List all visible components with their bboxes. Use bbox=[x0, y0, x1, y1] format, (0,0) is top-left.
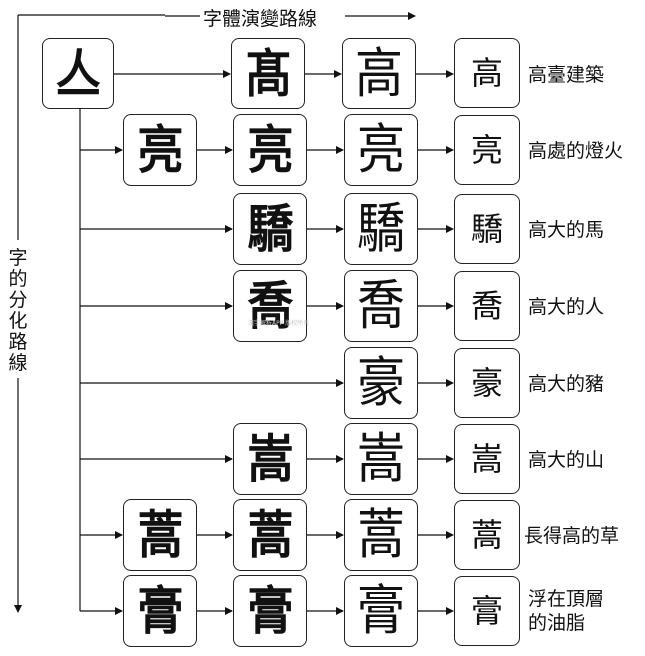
stage-glyph-box: 嵩 bbox=[233, 423, 307, 495]
modern-glyph-box: 喬 bbox=[454, 271, 520, 341]
modern-glyph: 膏 bbox=[470, 592, 503, 630]
stage-glyph: 蒿 bbox=[356, 503, 405, 567]
side-title-char: 字 bbox=[8, 247, 28, 269]
meaning-label: 長得高的草 bbox=[524, 525, 620, 547]
stage-glyph: 亮 bbox=[247, 119, 294, 181]
origin-glyph-box: 亼 bbox=[42, 38, 114, 109]
stage-glyph-box: 亮 bbox=[123, 114, 197, 186]
stage-glyph: 亮 bbox=[356, 118, 405, 182]
side-title-char: 化 bbox=[8, 310, 28, 332]
meaning-label: 浮在頂層 bbox=[528, 588, 605, 610]
stage-glyph: 膏 bbox=[247, 580, 294, 642]
stage-glyph-box: 驕 bbox=[233, 193, 307, 265]
modern-glyph-box: 亮 bbox=[454, 115, 520, 185]
side-title-char: 路 bbox=[8, 331, 28, 353]
stage-glyph: 嵩 bbox=[247, 428, 294, 490]
modern-glyph-box: 膏 bbox=[454, 576, 520, 646]
modern-glyph-box: 蒿 bbox=[454, 500, 520, 570]
meaning-label: 高大的人 bbox=[528, 296, 605, 318]
stage-glyph: 蒿 bbox=[247, 504, 294, 566]
stage-glyph-box: 髙 bbox=[231, 38, 305, 109]
side-title-char: 分 bbox=[8, 289, 28, 311]
stage-glyph-box: 亮 bbox=[344, 114, 418, 186]
stage-glyph-box: 膏 bbox=[123, 575, 197, 647]
modern-glyph: 亮 bbox=[470, 131, 503, 169]
meaning-label: 高處的燈火 bbox=[528, 140, 624, 162]
stage-glyph: 喬 bbox=[356, 274, 405, 338]
modern-glyph: 驕 bbox=[470, 210, 503, 248]
modern-glyph: 蒿 bbox=[470, 516, 503, 554]
stage-glyph-box: 亮 bbox=[233, 114, 307, 186]
side-title-char: 的 bbox=[8, 268, 28, 290]
side-title-char: 線 bbox=[8, 352, 28, 374]
modern-glyph: 高 bbox=[470, 54, 503, 92]
stage-glyph-box: 喬 bbox=[344, 270, 418, 342]
stage-glyph: 豪 bbox=[356, 351, 405, 415]
stage-glyph: 喬 bbox=[247, 275, 294, 337]
stage-glyph-box: 蒿 bbox=[344, 499, 418, 571]
watermark: 漢字解析APP 版权所有 bbox=[248, 320, 310, 327]
meaning-label: 高大的豬 bbox=[528, 373, 605, 395]
stage-glyph-box: 豪 bbox=[344, 347, 418, 419]
meaning-label: 高大的馬 bbox=[528, 219, 605, 241]
stage-glyph: 高 bbox=[354, 42, 403, 105]
origin-glyph: 亼 bbox=[55, 43, 102, 104]
stage-glyph: 驕 bbox=[356, 197, 405, 261]
diagram-title: 字體演變路線 bbox=[203, 8, 318, 30]
stage-glyph-box: 膏 bbox=[233, 575, 307, 647]
stage-glyph-box: 喬 bbox=[233, 270, 307, 342]
side-title: 字 的 分 化 路 線 bbox=[8, 248, 28, 374]
stage-glyph: 亮 bbox=[137, 119, 184, 181]
stage-glyph: 蒿 bbox=[137, 504, 184, 566]
modern-glyph-box: 豪 bbox=[454, 348, 520, 418]
stage-glyph-box: 驕 bbox=[344, 193, 418, 265]
stage-glyph: 膏 bbox=[137, 580, 184, 642]
stage-glyph-box: 蒿 bbox=[233, 499, 307, 571]
meaning-label: 高大的山 bbox=[528, 449, 605, 471]
meaning-label: 的油脂 bbox=[528, 612, 586, 634]
stage-glyph: 膏 bbox=[356, 579, 405, 643]
modern-glyph-box: 驕 bbox=[454, 194, 520, 264]
meaning-label: 高臺建築 bbox=[528, 64, 605, 86]
stage-glyph-box: 蒿 bbox=[123, 499, 197, 571]
stage-glyph: 驕 bbox=[247, 198, 294, 260]
stage-glyph: 嵩 bbox=[356, 427, 405, 491]
modern-glyph-box: 嵩 bbox=[454, 424, 520, 494]
stage-glyph-box: 嵩 bbox=[344, 423, 418, 495]
modern-glyph: 嵩 bbox=[470, 440, 503, 478]
modern-glyph: 喬 bbox=[470, 287, 503, 325]
modern-glyph: 豪 bbox=[470, 364, 503, 402]
stage-glyph: 髙 bbox=[245, 43, 292, 104]
stage-glyph-box: 膏 bbox=[344, 575, 418, 647]
modern-glyph-box: 高 bbox=[454, 38, 520, 108]
stage-glyph-box: 高 bbox=[342, 38, 416, 109]
